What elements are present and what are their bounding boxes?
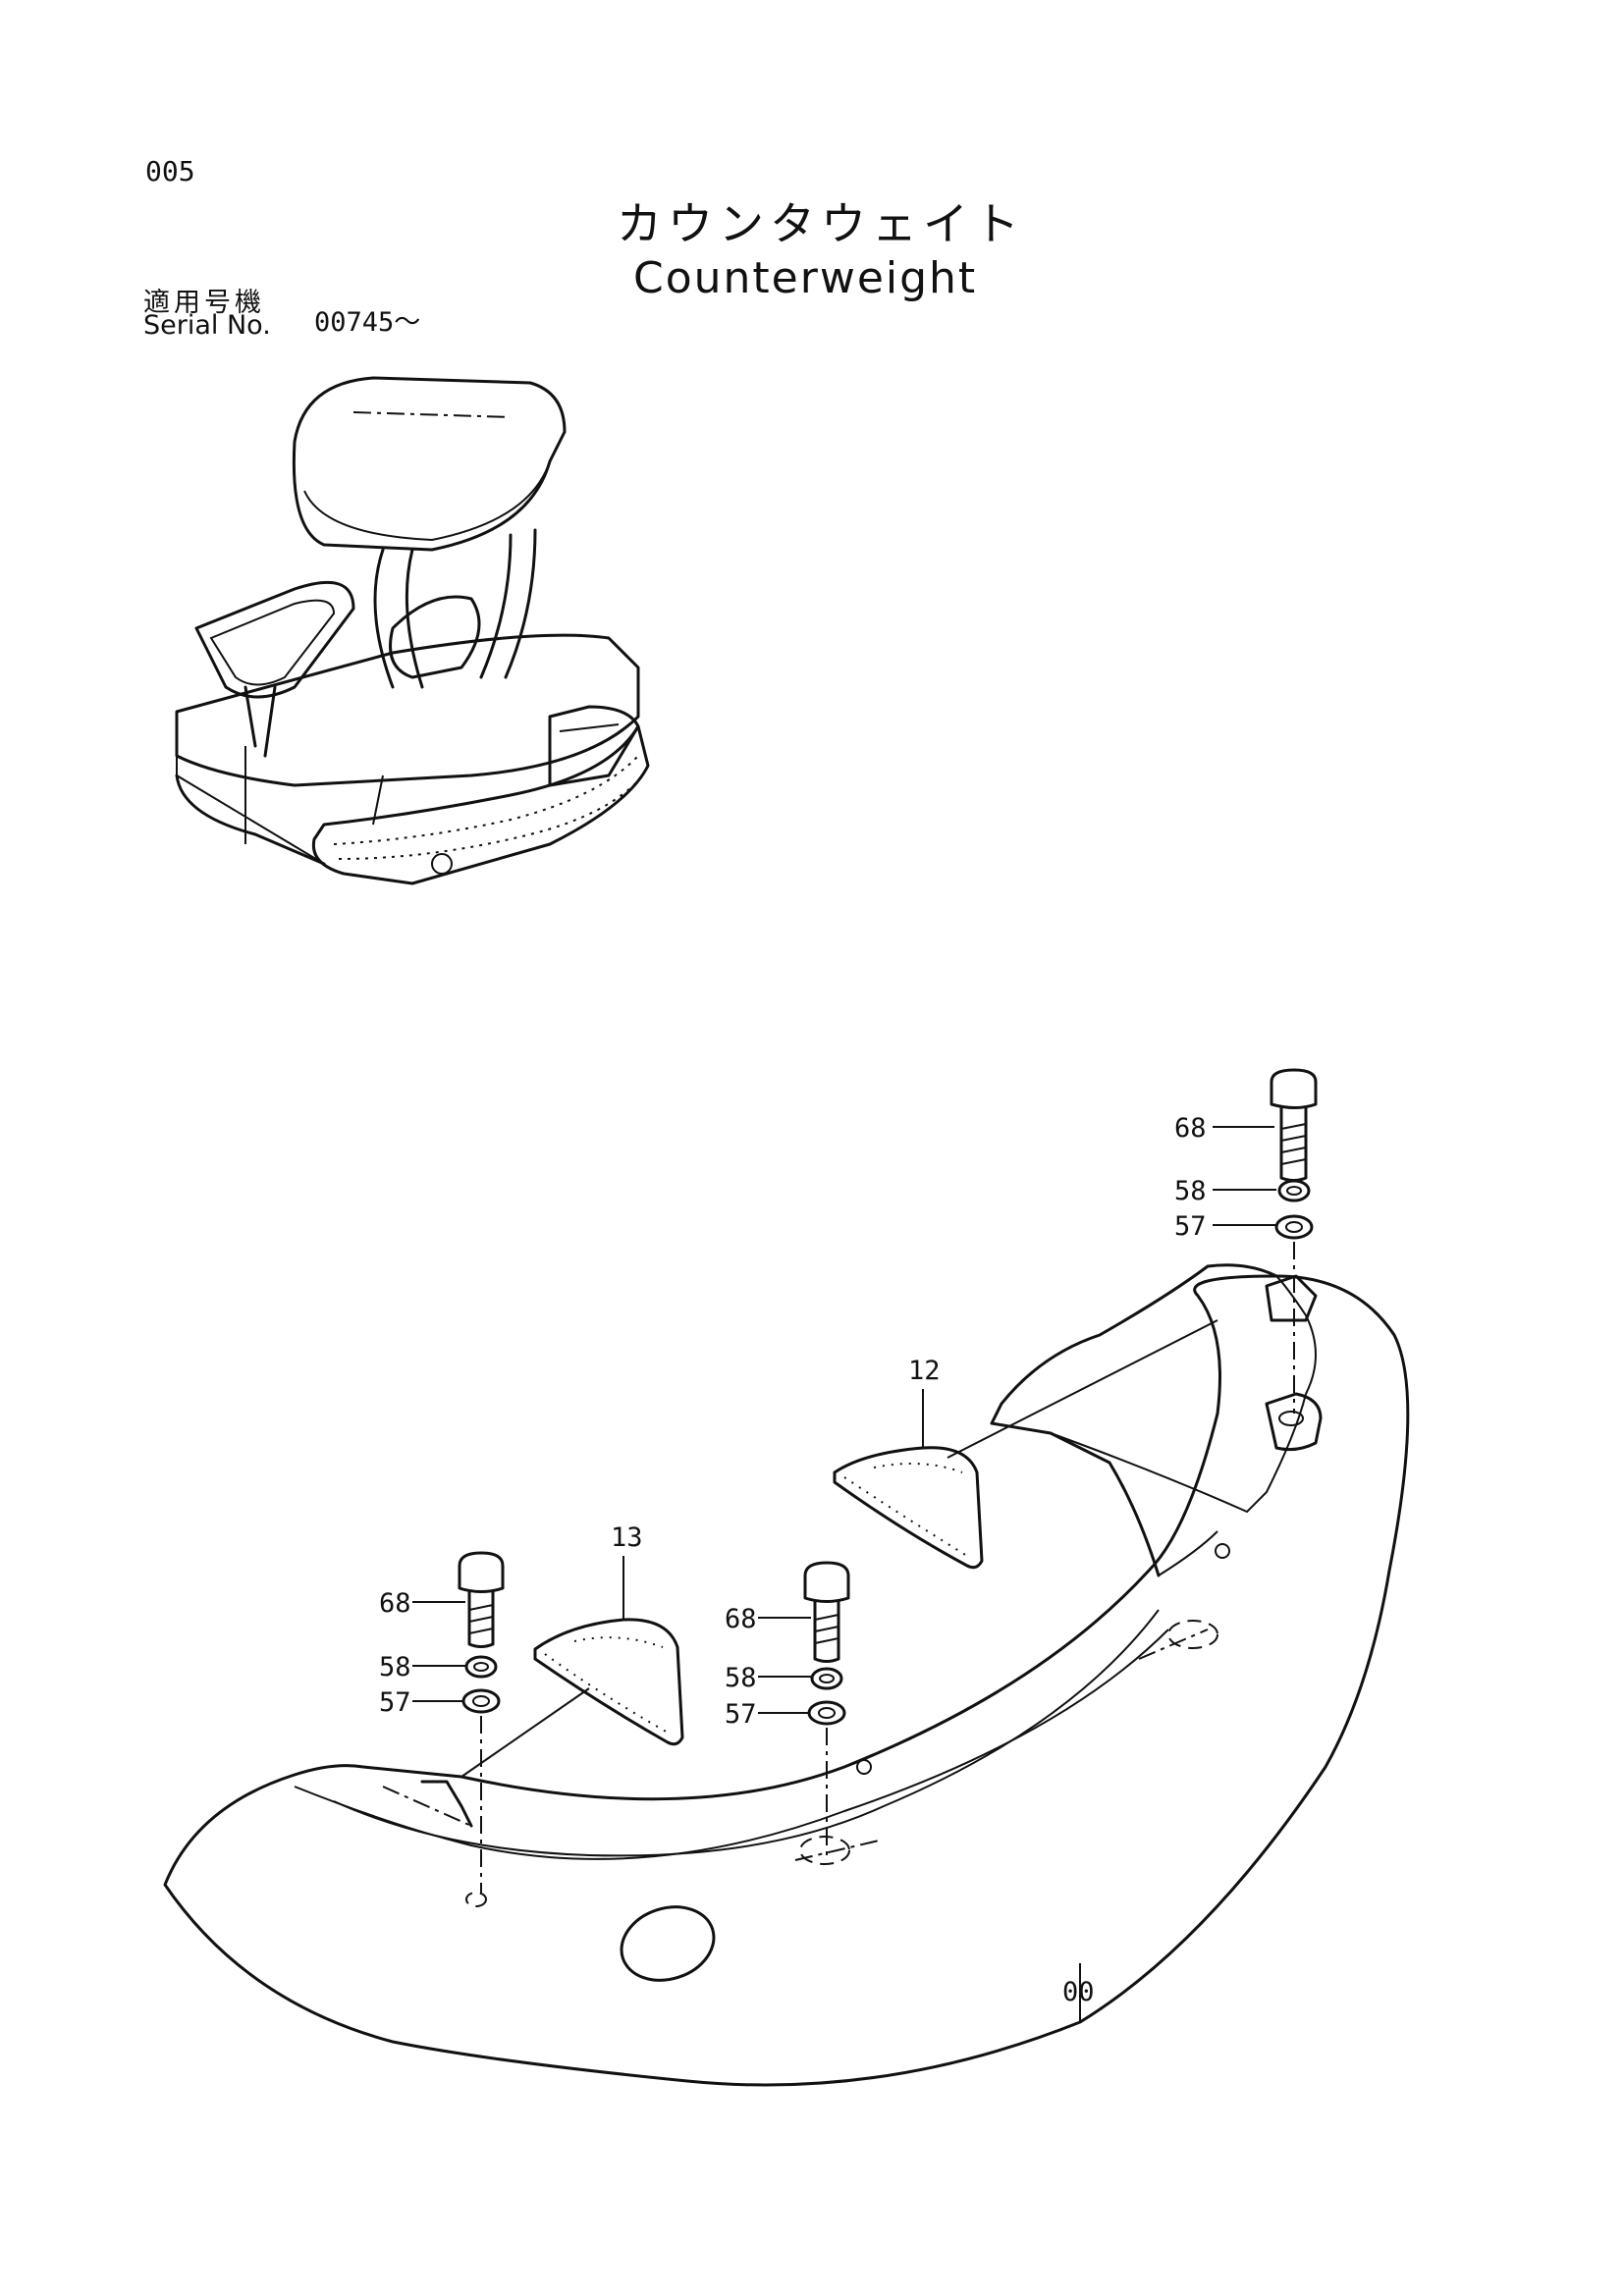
callout-58-right: 58 xyxy=(1174,1176,1207,1206)
callout-57-middle: 57 xyxy=(725,1699,757,1730)
callout-57-right: 57 xyxy=(1174,1211,1207,1242)
page-title-japanese: カウンタウェイト xyxy=(617,197,1025,250)
counterweight-main-body xyxy=(163,1263,1410,2087)
callout-57-left: 57 xyxy=(379,1687,411,1718)
page-title-english: Counterweight xyxy=(633,253,978,303)
weight-pad-12 xyxy=(833,1319,1218,1570)
page-number: 005 xyxy=(145,155,195,187)
fastener-stack-left xyxy=(412,1551,505,1895)
weight-pad-13 xyxy=(460,1556,684,1778)
callout-58-middle: 58 xyxy=(725,1663,757,1693)
fastener-stack-right xyxy=(1213,1068,1318,1414)
callout-68-middle: 68 xyxy=(725,1604,757,1634)
callout-68-right: 68 xyxy=(1174,1113,1207,1144)
serial-label-english: Serial No. xyxy=(143,310,271,341)
fastener-stack-middle xyxy=(758,1561,850,1855)
callout-68-left: 68 xyxy=(379,1588,411,1619)
callout-00: 00 xyxy=(1062,1977,1095,2007)
serial-number-value: 00745～ xyxy=(314,307,421,338)
callout-58-left: 58 xyxy=(379,1652,411,1682)
callout-13: 13 xyxy=(611,1522,643,1553)
callout-12: 12 xyxy=(908,1356,941,1386)
serial-label-japanese: 適用号機 xyxy=(143,288,265,318)
machine-overview-illustration xyxy=(175,376,650,885)
